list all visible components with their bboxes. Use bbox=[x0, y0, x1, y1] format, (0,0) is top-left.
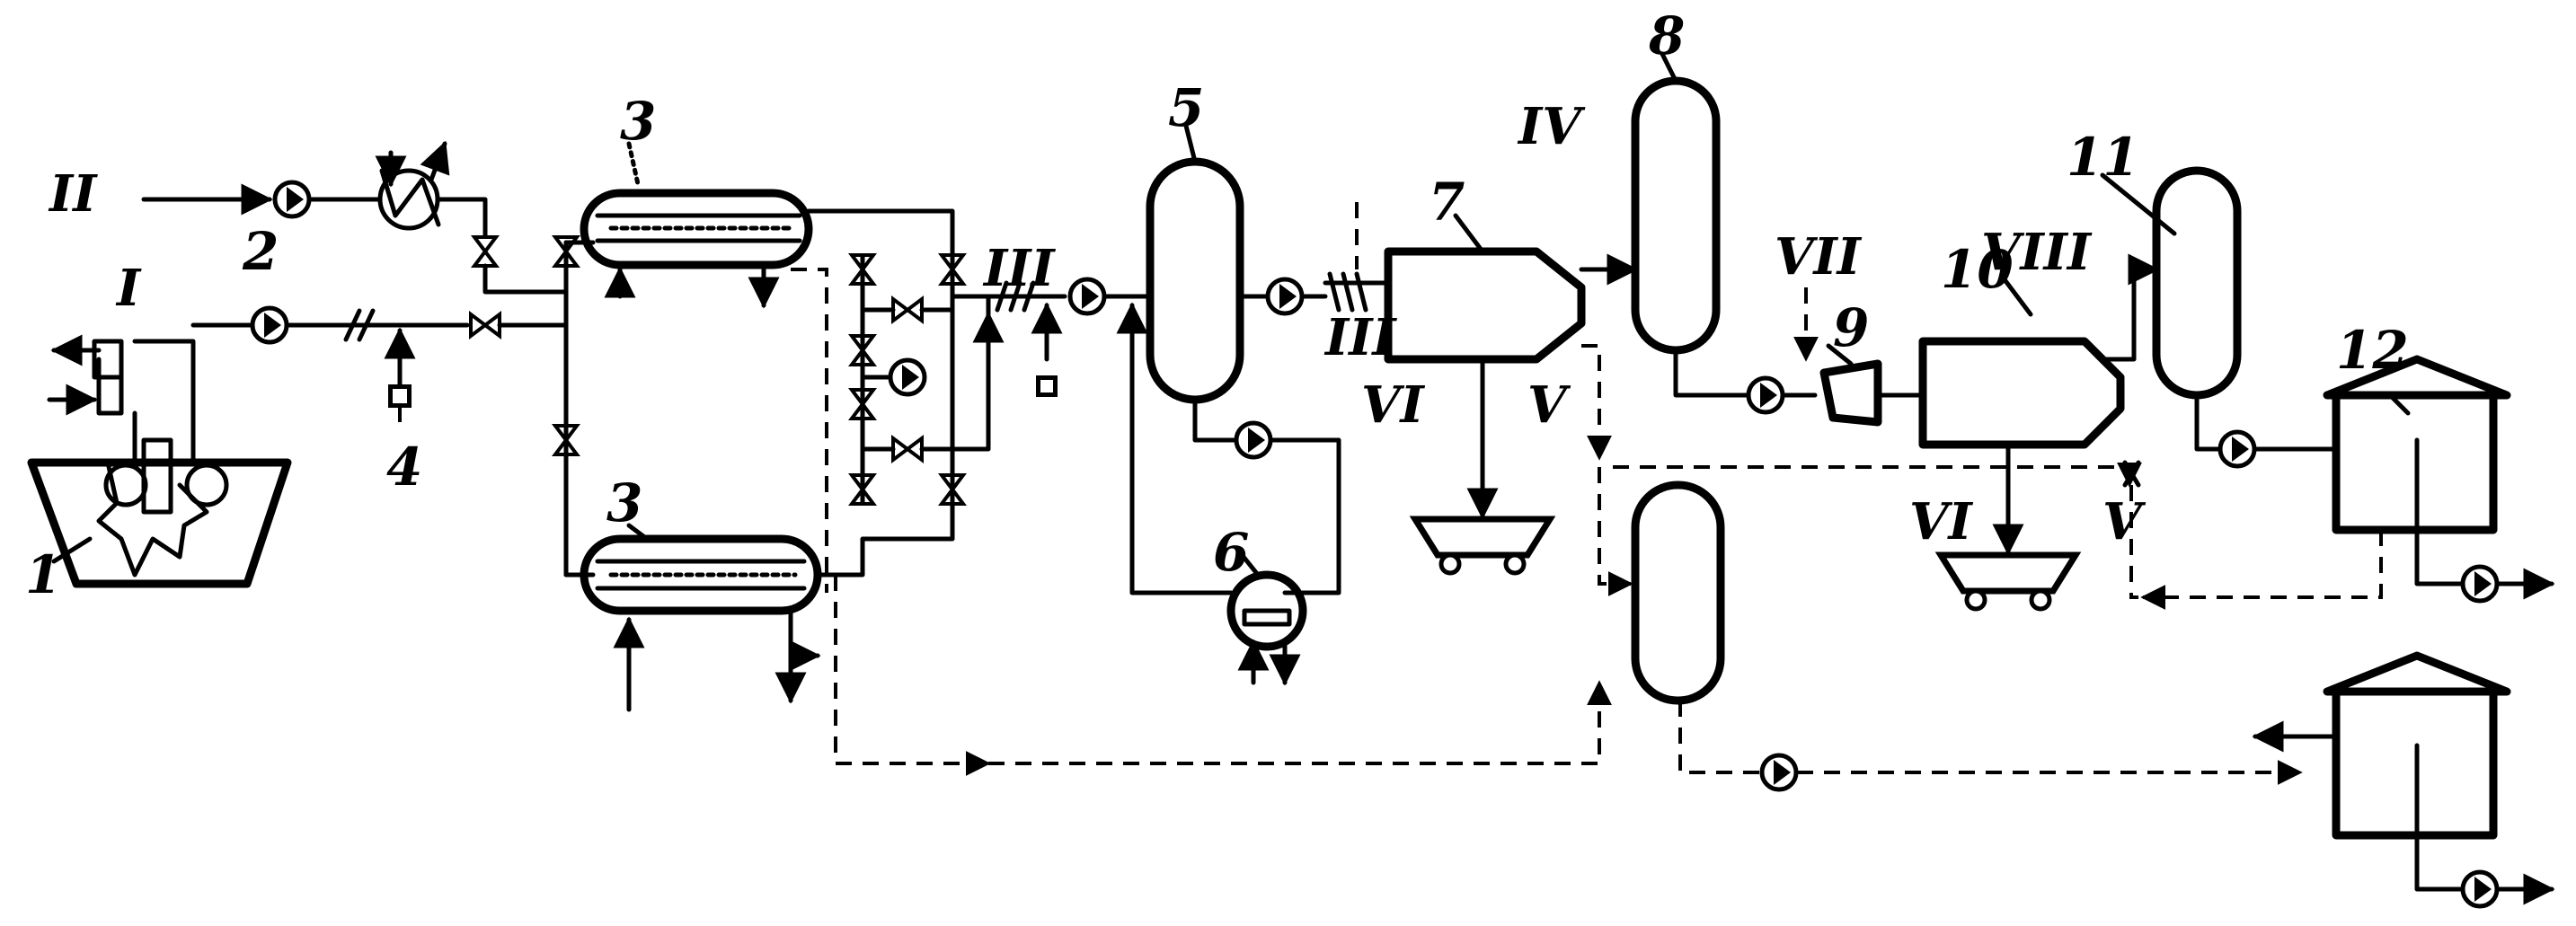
stream-V-a: V bbox=[1527, 375, 1571, 435]
heat-exchanger-3-bottom bbox=[584, 494, 1599, 763]
label-6: 6 bbox=[1213, 522, 1249, 583]
reboiler-6 bbox=[1231, 575, 1303, 683]
stream-I: I bbox=[115, 259, 142, 318]
label-12: 12 bbox=[2336, 320, 2409, 381]
label-3-top: 3 bbox=[620, 91, 656, 152]
stream-VIII: VIII bbox=[1981, 223, 2093, 282]
label-8: 8 bbox=[1648, 5, 1685, 66]
pit-unit-1 bbox=[31, 341, 288, 584]
label-7: 7 bbox=[1429, 172, 1465, 233]
stream-VI-a: VI bbox=[1361, 375, 1425, 435]
pump-2 bbox=[252, 308, 287, 342]
label-3-bottom: 3 bbox=[606, 472, 642, 534]
exchanger-manifold bbox=[555, 237, 593, 575]
storage-tank-bottom bbox=[2255, 656, 2552, 906]
stream-V-b: V bbox=[2102, 492, 2147, 551]
column-11 bbox=[2156, 171, 2336, 466]
label-1: 1 bbox=[25, 544, 61, 605]
label-11: 11 bbox=[2067, 127, 2139, 188]
label-4: 4 bbox=[386, 437, 422, 498]
label-2: 2 bbox=[242, 221, 279, 282]
label-5: 5 bbox=[1168, 77, 1204, 138]
stream-II: II bbox=[48, 164, 98, 224]
stream-VII: VII bbox=[1775, 227, 1863, 287]
feed-line-I bbox=[193, 308, 566, 422]
stream-III-a: III bbox=[982, 239, 1056, 298]
stream-VI-b: VI bbox=[1909, 492, 1973, 551]
stream-IV: IV bbox=[1517, 97, 1586, 156]
stream-III-b: III bbox=[1323, 308, 1397, 367]
feed-line-II bbox=[144, 144, 566, 292]
crystallizer-10 bbox=[1923, 269, 2156, 609]
label-9: 9 bbox=[1833, 297, 1869, 358]
pump-II bbox=[275, 182, 309, 216]
